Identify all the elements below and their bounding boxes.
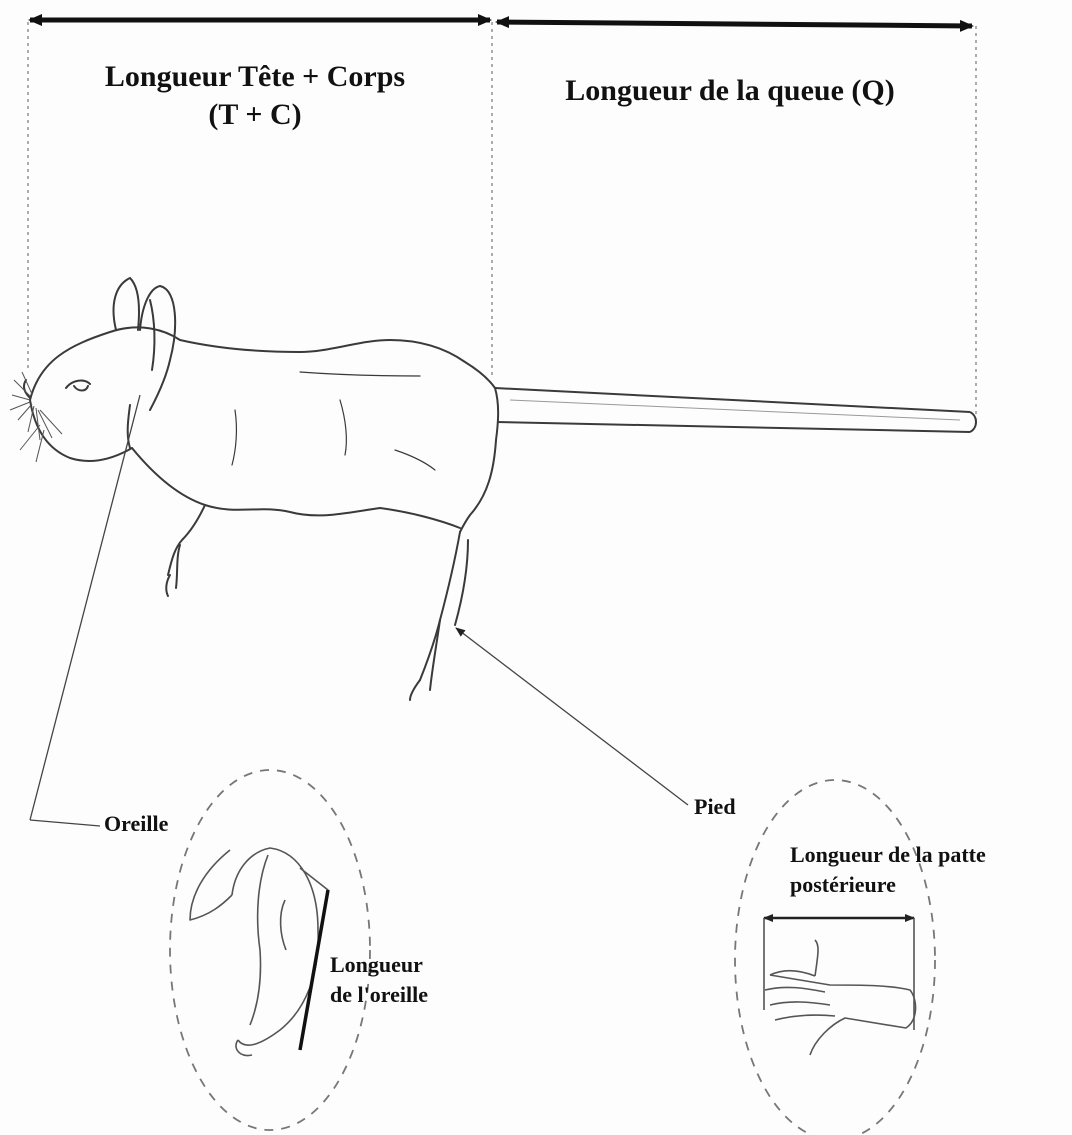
ear-length-bar xyxy=(300,890,328,1050)
foot-label: Pied xyxy=(694,792,736,822)
ear-length-label-line1: Longueur xyxy=(330,950,428,980)
head-body-length-label: Longueur Tête + Corps (T + C) xyxy=(55,58,455,134)
hind-foot-label-line2: postérieure xyxy=(790,870,986,900)
hind-foot-label-line1: Longueur de la patte xyxy=(790,840,986,870)
tail-arrow xyxy=(497,22,972,26)
tail-length-label: Longueur de la queue (Q) xyxy=(520,72,940,110)
ear-length-label-line2: de l'oreille xyxy=(330,980,428,1010)
hind-foot-length-label: Longueur de la patte postérieure xyxy=(790,840,986,900)
foot-callout-arrow xyxy=(456,628,688,805)
ear-label: Oreille xyxy=(104,809,168,839)
ear-callout-tick xyxy=(30,820,100,826)
foot-inset-circle xyxy=(735,780,935,1135)
tail-sketch xyxy=(495,388,976,432)
rodent-sketch xyxy=(24,278,498,700)
head-body-label-line1: Longueur Tête + Corps xyxy=(55,58,455,96)
foot-inset-sketch xyxy=(764,918,916,1055)
ear-callout-line xyxy=(30,395,140,820)
head-body-label-line2: (T + C) xyxy=(55,96,455,134)
ear-inset-sketch xyxy=(190,848,328,1056)
ear-length-label: Longueur de l'oreille xyxy=(330,950,428,1010)
